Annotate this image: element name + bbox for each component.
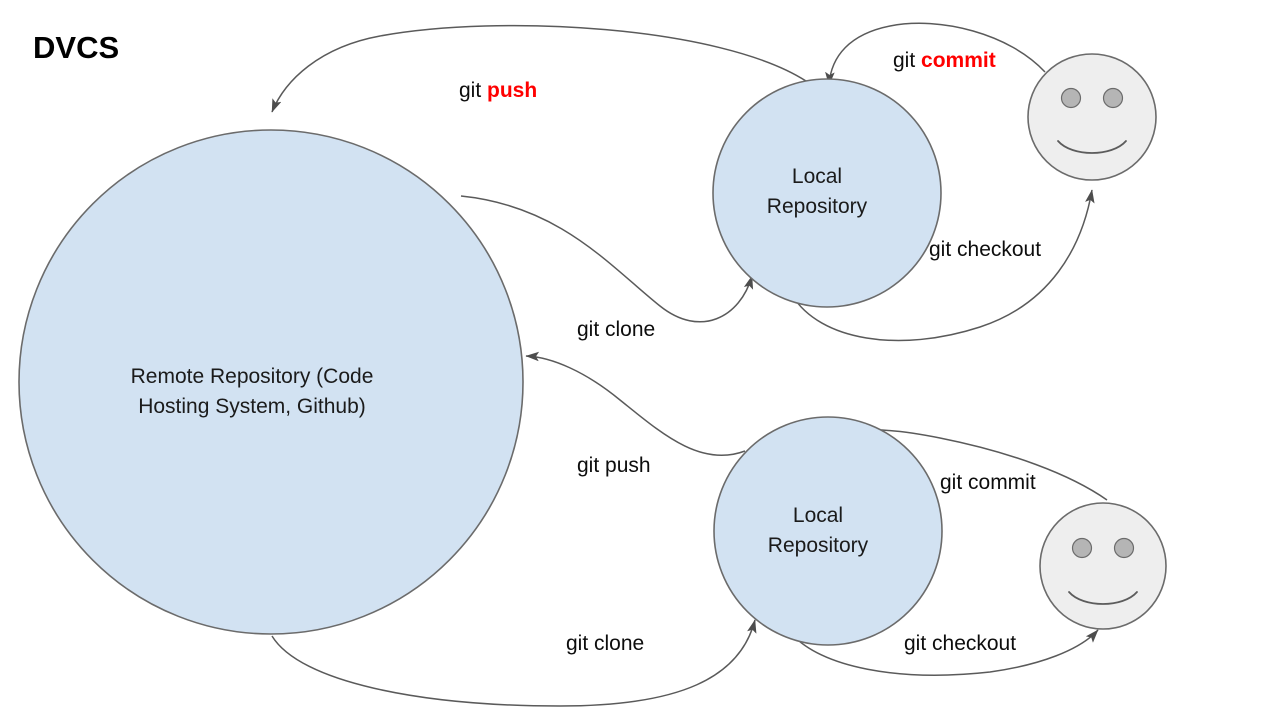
local-repository-top-label-line2: Repository [767, 195, 868, 218]
edge-layer [271, 22, 1108, 707]
local-repository-bottom-circle[interactable] [713, 416, 943, 646]
developer-bottom-right-eye [1113, 537, 1135, 559]
edge-label-git-push-top-accent: push [487, 79, 537, 102]
page-title: DVCS [33, 30, 119, 65]
edge-git-checkout-top-path [791, 189, 1095, 342]
edge-label-git-commit-top: git commit [893, 49, 996, 72]
remote-repository-label-line2: Hosting System, Github) [138, 395, 366, 418]
node-remote-repository[interactable]: Remote Repository (Code Hosting System, … [18, 129, 524, 635]
developer-bottom-smile-icon [1068, 591, 1138, 605]
edge-label-git-checkout-top: git checkout [929, 238, 1041, 261]
developer-top-face[interactable] [1027, 53, 1157, 181]
edge-label-git-clone-bottom: git clone [566, 632, 644, 655]
edge-git-push-bottom-path [525, 351, 746, 457]
edge-label-git-commit-top-accent: commit [921, 49, 996, 72]
developer-top-right-eye [1102, 87, 1124, 109]
remote-repository-label-line1: Remote Repository (Code [131, 365, 374, 388]
node-local-repository-bottom[interactable]: Local Repository [713, 416, 943, 646]
node-local-repository-top[interactable]: Local Repository [712, 78, 942, 308]
local-repository-top-label-line1: Local [792, 165, 842, 188]
edge-label-git-clone-top: git clone [577, 318, 655, 341]
edge-label-git-commit-bottom: git commit [940, 471, 1036, 494]
edge-git-clone-bottom-path [271, 619, 757, 707]
developer-bottom-face[interactable] [1039, 502, 1167, 630]
edge-label-layer: git push git commit git checkout git clo… [459, 49, 1041, 655]
edge-git-push-top-path [271, 24, 807, 113]
developer-bottom-left-eye [1071, 537, 1093, 559]
developer-top-smile-icon [1057, 140, 1127, 154]
edge-git-clone-top-path [460, 195, 754, 323]
edge-label-git-push-top-plain: git [459, 79, 487, 102]
edge-label-git-push-bottom: git push [577, 454, 651, 477]
local-repository-bottom-label-line2: Repository [768, 534, 869, 557]
node-developer-bottom[interactable] [1039, 502, 1167, 630]
local-repository-bottom-label-line1: Local [793, 504, 843, 527]
edge-git-checkout-bottom-path [789, 629, 1099, 676]
remote-repository-circle[interactable] [18, 129, 524, 635]
developer-top-left-eye [1060, 87, 1082, 109]
edge-label-git-checkout-bottom: git checkout [904, 632, 1016, 655]
node-developer-top[interactable] [1027, 53, 1157, 181]
local-repository-top-circle[interactable] [712, 78, 942, 308]
edge-label-git-push-top: git push [459, 79, 537, 102]
edge-git-commit-top-path [825, 22, 1046, 86]
edge-label-git-commit-top-plain: git [893, 49, 921, 72]
